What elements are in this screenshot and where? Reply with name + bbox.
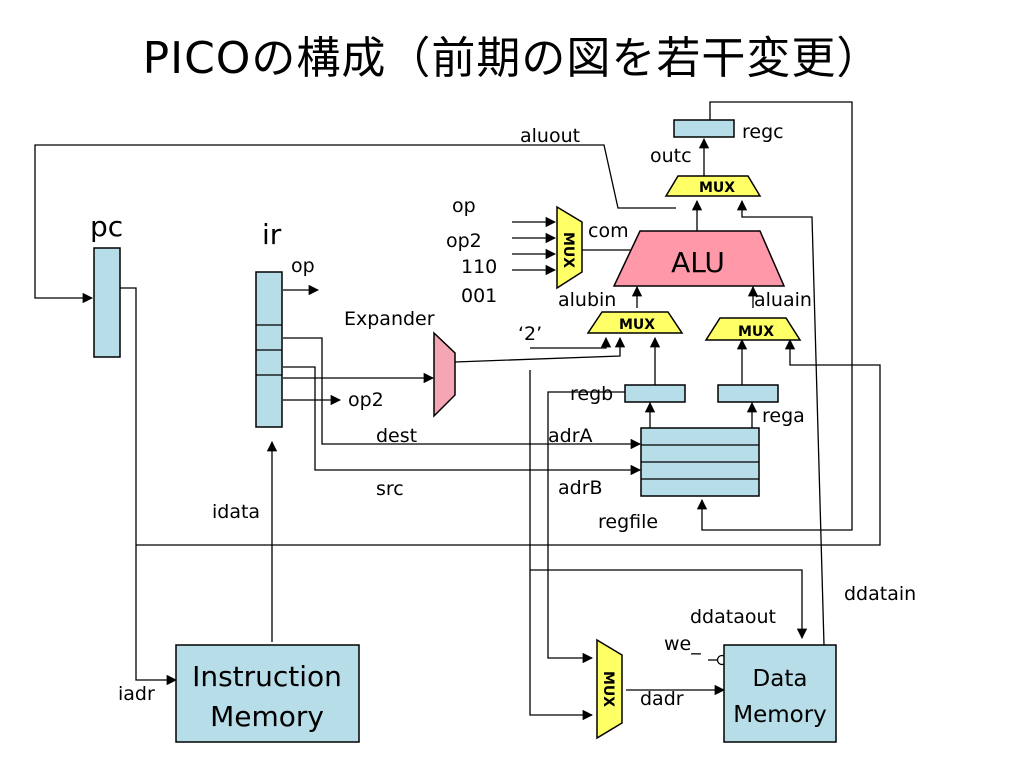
mux-outc-label: MUX <box>699 180 735 196</box>
adrA-label: adrA <box>548 425 593 447</box>
idata-label: idata <box>212 501 260 523</box>
slide-title: PICOの構成（前期の図を若干変更） <box>142 33 882 84</box>
adrB-label: adrB <box>558 477 603 499</box>
op2-label: op2 <box>348 389 384 411</box>
mux-dadr-label: MUX <box>600 671 616 707</box>
outc-label: outc <box>650 145 692 167</box>
rega-label: rega <box>762 405 805 427</box>
const-001-label: 001 <box>461 285 497 307</box>
blocks: MUX ALU MUX MUX MUX MUX <box>93 119 837 743</box>
op-label: op <box>291 255 315 277</box>
op-top-label: op <box>452 195 476 217</box>
wire-pc-to-aluain <box>136 338 881 546</box>
wire-ddatain <box>736 199 825 646</box>
mux-com-label: MUX <box>560 232 576 268</box>
mux-alubin <box>586 311 684 334</box>
wire-ddataout <box>530 569 808 640</box>
wire-aluout-to-pc <box>34 144 676 304</box>
regc-register <box>673 119 735 138</box>
rega-register <box>717 384 779 403</box>
mux-outc <box>664 175 762 197</box>
data-memory-block <box>723 644 837 743</box>
mux-aluain-label: MUX <box>738 324 774 340</box>
op2-top-label: op2 <box>446 230 482 252</box>
src-label: src <box>376 478 404 500</box>
ddatain-label: ddatain <box>844 583 916 605</box>
alubin-label: alubin <box>558 289 616 311</box>
wire-loop-to-dmux <box>529 370 594 721</box>
ir-label: ir <box>262 218 282 251</box>
alu-label: ALU <box>671 246 725 279</box>
data-memory-label-line2: Memory <box>733 702 827 728</box>
wire-regc-to-regfile <box>696 101 853 531</box>
mux-alubin-label: MUX <box>619 317 655 333</box>
instruction-memory-block <box>175 644 360 743</box>
regb-label: regb <box>570 383 613 405</box>
const-110-label: 110 <box>461 256 497 278</box>
we-label: we_ <box>664 633 701 655</box>
mux-aluain <box>704 317 802 341</box>
wire-regb-to-dmem <box>547 391 625 664</box>
dadr-label: dadr <box>640 688 684 710</box>
wire-dest <box>283 337 642 450</box>
ddataout-label: ddataout <box>690 606 776 628</box>
mux-com <box>556 205 583 290</box>
expander-label: Expander <box>344 308 435 330</box>
instruction-memory-label-line1: Instruction <box>192 660 342 693</box>
data-memory-label-line1: Data <box>753 666 808 692</box>
labels: pc ir aluout regc outc op op2 110 001 co… <box>90 121 916 733</box>
wire-expander-out <box>454 336 626 363</box>
alu-block <box>612 230 786 287</box>
expander-block <box>433 331 456 418</box>
mux-dadr <box>596 638 623 740</box>
wire-two <box>530 336 612 349</box>
pc-label: pc <box>90 210 123 243</box>
regfile-label: regfile <box>598 511 658 533</box>
instruction-memory-label-line2: Memory <box>210 700 324 733</box>
regb-register <box>624 384 686 403</box>
aluain-label: aluain <box>754 289 812 311</box>
pc-register <box>93 247 121 358</box>
regc-label: regc <box>742 121 784 143</box>
two-label: ‘2’ <box>518 323 542 345</box>
aluout-label: aluout <box>520 125 580 147</box>
wire-src <box>283 366 642 476</box>
iadr-label: iadr <box>118 683 155 705</box>
dest-label: dest <box>376 425 417 447</box>
wire-iadr <box>120 287 178 686</box>
com-label: com <box>588 220 629 242</box>
